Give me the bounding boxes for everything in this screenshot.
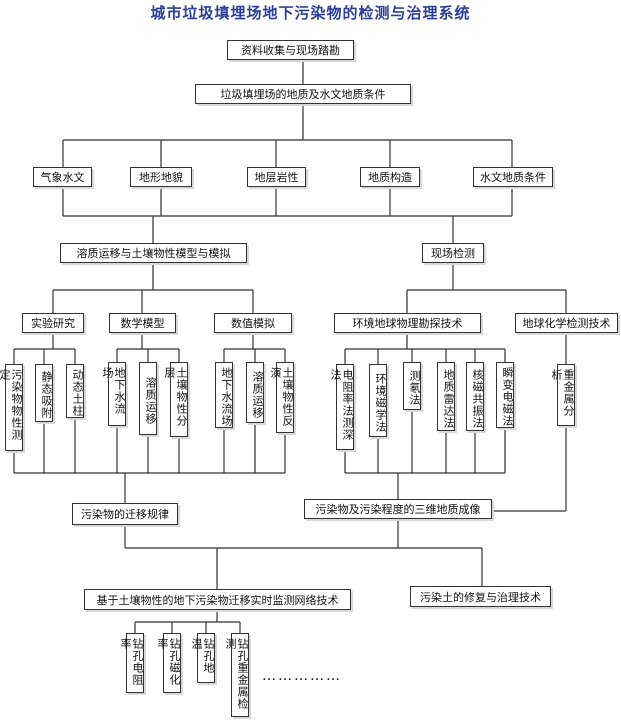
leaf-gw-flow-num: 地下水流场: [215, 362, 233, 428]
diagram-title: 城市垃圾填埋场地下污染物的检测与治理系统: [150, 4, 471, 22]
geophysics-box: 环境地球物理勘探技术: [334, 313, 481, 333]
factor-lithology: 地层岩性: [247, 167, 306, 187]
leaf-soil-inversion: 土壤物性反演: [269, 362, 294, 433]
factor-meteorology: 气象水文: [33, 167, 92, 187]
leaf-radon: 测氡法: [403, 362, 421, 410]
leaf-resistivity: 电阻率法测深法: [329, 364, 354, 450]
field-detection-box: 现场检测: [422, 243, 484, 263]
leaf-tem: 瞬变电磁法: [496, 362, 514, 428]
leaf-solute-num: 溶质运移: [246, 362, 264, 423]
survey-box: 资料收集与现场踏勘: [227, 40, 354, 60]
factor-structure: 地质构造: [360, 167, 420, 187]
leaf-static-adsorption: 静态吸附: [35, 364, 53, 422]
leaf-soil-layering: 土壤物性分层: [163, 362, 188, 437]
leaf-magnetics: 环境磁学法: [369, 364, 387, 437]
leaf-gw-flow-math: 地下水流场: [101, 362, 126, 426]
factor-hydrogeology: 水文地质条件: [473, 167, 553, 187]
borehole-susceptibility: 钻孔磁化率: [156, 633, 181, 693]
leaf-heavy-metal: 重金属分析: [550, 364, 575, 426]
math-model-box: 数学模型: [109, 313, 176, 333]
leaf-solute-math: 溶质运移: [139, 362, 157, 435]
imaging-box: 污染物及污染程度的三维地质成像: [304, 499, 492, 519]
leaf-soil-column: 动态土柱: [66, 364, 84, 418]
remediation-box: 污染土的修复与治理技术: [410, 586, 551, 607]
borehole-heavy-metal: 钻孔重金属检测: [224, 633, 249, 717]
ellipsis: ……………: [262, 668, 342, 684]
experiment-box: 实验研究: [22, 313, 84, 333]
migration-law-box: 污染物的迁移规律: [72, 503, 178, 525]
leaf-property-test: 污染物物性测定: [0, 364, 23, 451]
numerical-sim-box: 数值模拟: [214, 313, 292, 333]
monitoring-network-box: 基于土壤物性的地下污染物迁移实时监测网络技术: [84, 589, 351, 610]
leaf-radar: 地质雷达法: [437, 362, 455, 431]
modeling-box: 溶质运移与土壤物性模型与模拟: [60, 243, 247, 263]
hydro-geo-box: 垃圾填埋场的地质及水文地质条件: [195, 84, 411, 104]
borehole-resistivity: 钻孔电阻率: [119, 633, 144, 693]
factor-landform: 地形地貌: [130, 167, 192, 187]
borehole-temperature: 钻孔地温: [190, 633, 215, 683]
leaf-nmr: 核磁共振法: [466, 362, 484, 431]
geochem-box: 地球化学检测技术: [515, 313, 618, 333]
